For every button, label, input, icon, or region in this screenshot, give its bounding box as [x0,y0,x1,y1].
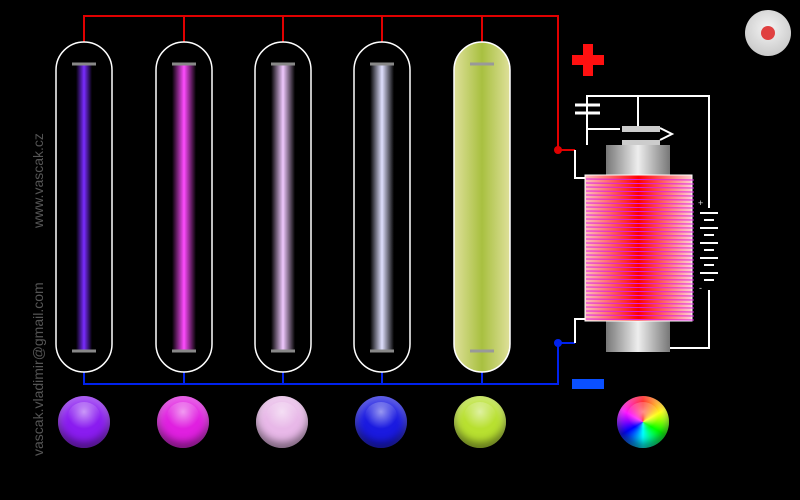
gas-button-violet[interactable] [58,396,110,448]
positive-wire [83,15,575,154]
coil-winding [585,310,695,313]
coil-winding [585,202,695,205]
coil-winding [585,298,695,301]
coil-winding [585,230,695,233]
tube-4 [353,41,411,373]
coil-winding [585,274,695,277]
negative-wire [83,339,575,385]
coil-winding [585,306,695,309]
coil-winding [585,210,695,213]
coil-winding [585,186,695,189]
plus-sign-icon [572,44,604,76]
minus-sign-icon [572,379,604,389]
coil-winding [585,266,695,269]
gas-button-magenta[interactable] [157,396,209,448]
coil-winding [585,238,695,241]
gas-button-pink[interactable] [256,396,308,448]
coil-winding [585,286,695,289]
record-icon [761,26,775,40]
tube-1 [55,41,113,373]
coil-winding [585,294,695,297]
coil-winding [585,218,695,221]
gas-button-blue[interactable] [355,396,407,448]
tube-2 [155,41,213,373]
battery-minus-label: - [699,283,702,293]
coil-winding [585,258,695,261]
coil-winding [585,254,695,257]
coil-winding [585,314,695,317]
coil-winding [585,206,695,209]
record-button[interactable] [745,10,791,56]
coil-winding [585,282,695,285]
coil-winding [585,198,695,201]
battery-plus-label: + [698,198,704,208]
coil-winding [585,246,695,249]
coil-winding [585,270,695,273]
coil-winding [585,178,695,181]
coil-winding [585,290,695,293]
coil-winding [585,250,695,253]
coil-winding [585,182,695,185]
website-credit: www.vascak.cz [30,133,46,228]
coil-winding [585,262,695,265]
coil-winding [585,226,695,229]
coil-winding [585,318,695,321]
coil-winding [585,234,695,237]
email-credit: vascak.vladimir@gmail.com [30,282,46,456]
tube-5 [453,41,511,373]
gas-button-yellow-green[interactable] [454,396,506,448]
coil-winding [585,194,695,197]
coil-winding [585,222,695,225]
iron-core-top [606,145,670,175]
coil-winding [585,278,695,281]
coil-winding [585,302,695,305]
tube-3 [254,41,312,373]
coil-winding [585,190,695,193]
coil-winding [585,242,695,245]
battery-icon [700,212,718,281]
induction-coil [574,95,710,349]
coil-winding [585,214,695,217]
gas-button-rainbow[interactable] [617,396,669,448]
iron-core-bottom [606,320,670,352]
